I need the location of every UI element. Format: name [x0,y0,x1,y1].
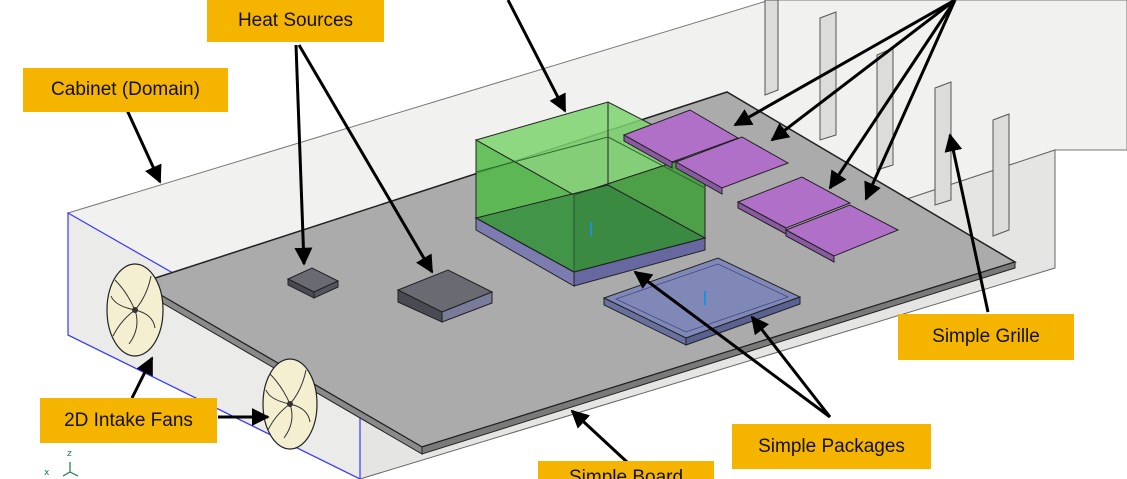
arrow-grille [944,133,990,313]
axis-triad [62,462,79,477]
arrow-fan-1 [130,356,154,399]
arrow-board [570,409,629,464]
heat-source-small [286,267,340,299]
label-cabinet-domain: Cabinet (Domain) [23,68,228,112]
arrow-heat-large [297,44,434,274]
arrow-heat-small [294,44,313,266]
purple-package-3 [736,176,852,235]
arrow-pkg-3 [828,0,957,190]
axis-x-label: x [44,468,50,478]
arrow-cabinet [125,109,162,184]
intake-fan-1 [106,263,164,357]
simple-grille [764,0,1010,237]
purple-package-2 [674,136,790,195]
label-simple-packages: Simple Packages [732,424,931,469]
label-intake-fans: 2D Intake Fans [40,398,217,443]
arrow-simple-pkg-2 [750,315,832,418]
heat-sink-package [474,101,707,287]
arrow-pkg-1 [733,0,956,127]
blue-package [602,257,802,346]
label-heat-sources: Heat Sources [207,0,384,42]
purple-package-4 [784,204,900,263]
arrow-pkg-2 [770,0,956,142]
label-simple-board: Simple Board [538,461,714,479]
arrow-simple-pkg-1 [633,270,831,419]
axis-z-label: z [67,449,72,459]
intake-fan-2 [262,358,318,450]
purple-package-1 [622,109,740,169]
callout-arrows [125,0,990,464]
arrow-heat-sink [506,0,567,113]
arrow-pkg-4 [864,0,957,201]
label-simple-grille: Simple Grille [898,314,1074,360]
heat-source-large [396,269,494,323]
